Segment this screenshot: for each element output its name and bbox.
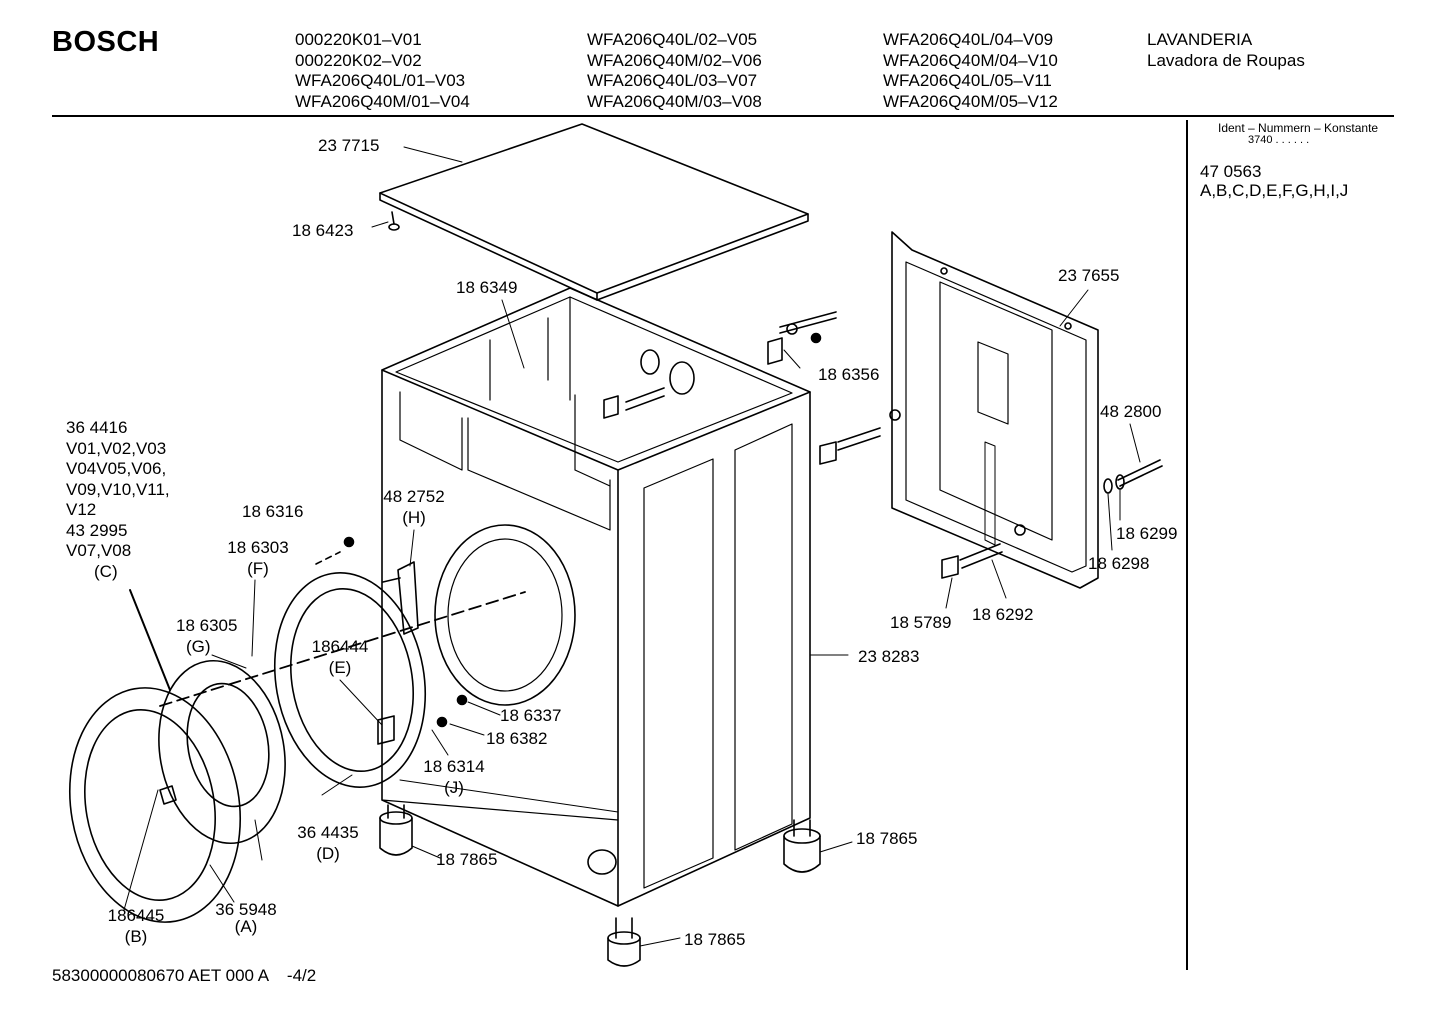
part-label: 18 6303 (F) bbox=[224, 538, 292, 579]
model-number: WFA206Q40M/01–V04 bbox=[295, 91, 470, 111]
top-cover-drawing bbox=[379, 123, 809, 301]
part-label: 18 7865 bbox=[684, 930, 746, 949]
part-number: 36 5948 bbox=[215, 900, 277, 919]
part-ref: (D) bbox=[316, 843, 340, 863]
category-block: LAVANDERIA Lavadora de Roupas bbox=[1147, 30, 1305, 71]
door-glass-drawing bbox=[158, 659, 286, 845]
part-number: 186444 bbox=[311, 637, 369, 656]
variant-line: 43 2995 bbox=[66, 520, 128, 540]
part-number: 186445 bbox=[107, 906, 165, 925]
part-label: 18 6337 bbox=[500, 706, 562, 725]
part-label: 18 7865 bbox=[436, 850, 498, 869]
variant-line: V09,V10,V11, bbox=[66, 479, 170, 499]
model-number: 000220K01–V01 bbox=[295, 30, 422, 49]
document-number: 58300000080670 AET 000 A bbox=[52, 966, 269, 985]
part-label: 186444 (E) bbox=[302, 637, 378, 678]
variant-line: V07,V08 bbox=[66, 541, 132, 560]
part-ref: (H) bbox=[402, 507, 426, 527]
page-number: -4/2 bbox=[286, 966, 317, 985]
model-number: WFA206Q40M/03–V08 bbox=[587, 91, 762, 111]
part-label: 18 6298 bbox=[1088, 554, 1150, 573]
leader-lines bbox=[123, 146, 1141, 947]
assembly-axis-line bbox=[315, 551, 341, 565]
part-ref: (F) bbox=[247, 558, 269, 578]
model-number: WFA206Q40M/04–V10 bbox=[883, 50, 1058, 70]
model-number: WFA206Q40L/01–V03 bbox=[295, 71, 466, 90]
marker-dots bbox=[343, 332, 822, 728]
brand-logo: BOSCH bbox=[52, 26, 160, 58]
part-label: 23 7655 bbox=[1058, 266, 1120, 285]
part-number: 18 6305 bbox=[176, 616, 238, 635]
part-label: 18 6292 bbox=[972, 605, 1034, 624]
model-number: WFA206Q40L/05–V11 bbox=[883, 71, 1052, 90]
transport-bolts-drawing bbox=[625, 311, 1163, 569]
part-label: 18 6349 bbox=[456, 278, 518, 297]
ident-part-number: 47 0563 bbox=[1200, 162, 1262, 181]
model-number: WFA206Q40L/02–V05 bbox=[587, 30, 758, 49]
document-footer: 58300000080670 AET 000 A -4/2 bbox=[52, 966, 316, 986]
variant-line: V01,V02,V03 bbox=[66, 438, 167, 458]
part-ref: (G) bbox=[186, 636, 211, 656]
model-number: 000220K02–V02 bbox=[295, 50, 422, 70]
ident-code-line: 3740 . . . . . . bbox=[1248, 134, 1310, 146]
part-label: 18 6314 (J) bbox=[418, 757, 490, 798]
part-number: 48 2752 bbox=[383, 487, 445, 506]
part-label: 18 6299 bbox=[1116, 524, 1178, 543]
variant-line: V12 bbox=[66, 500, 97, 519]
header-divider bbox=[52, 115, 1394, 117]
model-number: WFA206Q40L/03–V07 bbox=[587, 71, 758, 90]
model-list-1: 000220K01–V01 000220K02–V02 WFA206Q40L/0… bbox=[295, 30, 470, 112]
category-title: LAVANDERIA bbox=[1147, 30, 1253, 49]
part-label: 18 6305 (G) bbox=[176, 616, 237, 657]
part-label-variant-list: 36 4416 V01,V02,V03 V04V05,V06, V09,V10,… bbox=[66, 418, 170, 582]
cabinet-drawing bbox=[381, 287, 811, 907]
part-ref: (A) bbox=[234, 917, 258, 936]
model-list-2: WFA206Q40L/02–V05 WFA206Q40M/02–V06 WFA2… bbox=[587, 30, 762, 112]
part-label: 36 5948 (A) bbox=[208, 901, 284, 935]
part-label: 23 8283 bbox=[858, 647, 920, 666]
part-label: 18 7865 bbox=[856, 829, 918, 848]
part-label: 18 6316 bbox=[242, 502, 304, 521]
part-label: 18 6356 bbox=[818, 365, 880, 384]
part-label: 23 7715 bbox=[318, 136, 380, 155]
door-hinge-drawing bbox=[382, 561, 419, 635]
model-list-3: WFA206Q40L/04–V09 WFA206Q40M/04–V10 WFA2… bbox=[883, 30, 1058, 112]
part-ref: (B) bbox=[124, 926, 148, 946]
variant-line: 36 4416 bbox=[66, 418, 128, 437]
ident-part-block: 47 0563 A,B,C,D,E,F,G,H,I,J bbox=[1200, 162, 1348, 200]
variant-line: (C) bbox=[94, 561, 118, 581]
cover-screw-drawing bbox=[388, 211, 400, 231]
part-number: 18 6303 bbox=[227, 538, 289, 557]
side-divider bbox=[1186, 120, 1188, 970]
foot-drawing bbox=[379, 804, 821, 967]
part-ref: (E) bbox=[328, 657, 352, 677]
model-number: WFA206Q40M/05–V12 bbox=[883, 91, 1058, 111]
category-subtitle: Lavadora de Roupas bbox=[1147, 50, 1305, 70]
bracket-drawing bbox=[603, 337, 959, 579]
ident-variants: A,B,C,D,E,F,G,H,I,J bbox=[1200, 181, 1349, 200]
part-label: 48 2752 (H) bbox=[382, 487, 446, 528]
part-number: 36 4435 bbox=[297, 823, 359, 842]
door-frame-drawing bbox=[273, 572, 427, 788]
part-number: 18 6314 bbox=[423, 757, 485, 776]
part-ref: (J) bbox=[444, 777, 464, 797]
part-label: 18 6382 bbox=[486, 729, 548, 748]
ident-title: Ident – Nummern – Konstante bbox=[1218, 121, 1379, 135]
part-label: 48 2800 bbox=[1100, 402, 1162, 421]
assembly-axis-line bbox=[159, 591, 526, 707]
back-panel-drawing bbox=[889, 231, 1099, 589]
part-label: 36 4435 (D) bbox=[290, 823, 366, 864]
part-label: 18 6423 bbox=[292, 221, 354, 240]
part-label: 18 5789 bbox=[890, 613, 952, 632]
model-number: WFA206Q40M/02–V06 bbox=[587, 50, 762, 70]
part-label: 186445 (B) bbox=[100, 906, 172, 947]
variant-line: V04V05,V06, bbox=[66, 459, 167, 478]
model-number: WFA206Q40L/04–V09 bbox=[883, 30, 1054, 49]
